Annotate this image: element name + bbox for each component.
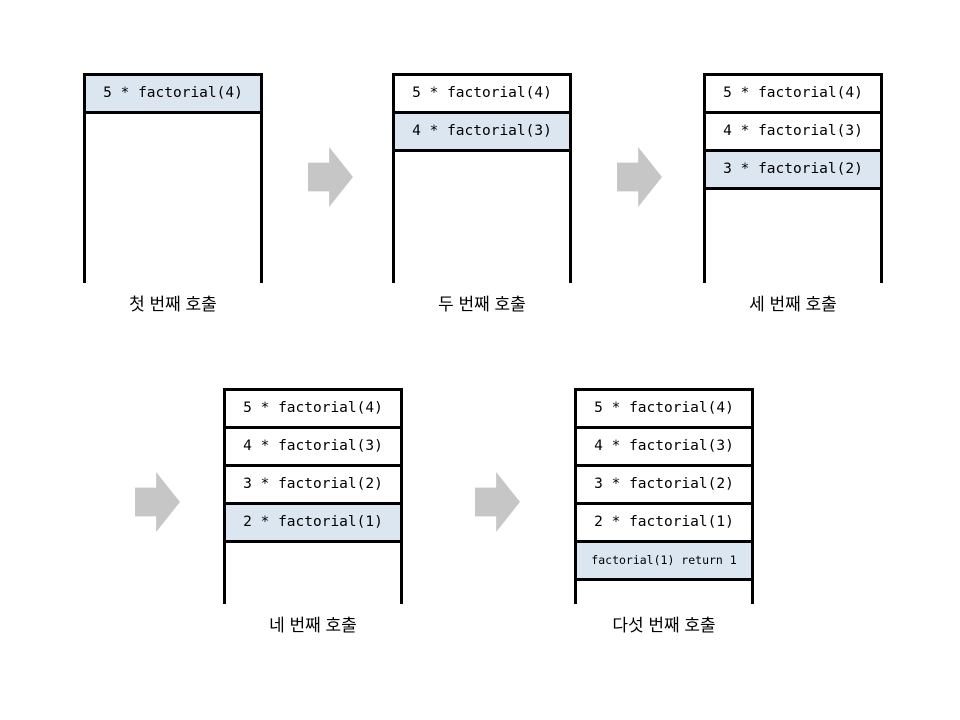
call-stack-fifth: 5 * factorial(4)4 * factorial(3)3 * fact… (574, 388, 754, 636)
call-stack-first: 5 * factorial(4) 첫 번째 호출 (83, 73, 263, 315)
stack-caption-fifth: 다섯 번째 호출 (612, 616, 716, 635)
stack-frame-cell: 3 * factorial(2) (226, 467, 400, 505)
right-arrow-icon (308, 147, 353, 207)
stack-frame-cell: 5 * factorial(4) (706, 76, 880, 114)
stack-box-second: 5 * factorial(4)4 * factorial(3) (392, 73, 572, 283)
stack-frame-cell: 5 * factorial(4) (395, 76, 569, 114)
stack-frame-cell: 2 * factorial(1) (226, 505, 400, 543)
right-arrow-icon (475, 472, 520, 532)
stack-caption-fourth: 네 번째 호출 (269, 616, 357, 635)
stack-frame-cell: 4 * factorial(3) (226, 429, 400, 467)
call-stack-second: 5 * factorial(4)4 * factorial(3) 두 번째 호출 (392, 73, 572, 315)
stack-frame-cell: 4 * factorial(3) (706, 114, 880, 152)
stack-box-fifth: 5 * factorial(4)4 * factorial(3)3 * fact… (574, 388, 754, 604)
stack-box-fourth: 5 * factorial(4)4 * factorial(3)3 * fact… (223, 388, 403, 604)
stack-caption-first: 첫 번째 호출 (129, 295, 217, 314)
stack-frame-cell: factorial(1) return 1 (577, 543, 751, 581)
stack-frame-cell: 2 * factorial(1) (577, 505, 751, 543)
stack-frame-cell: 5 * factorial(4) (86, 76, 260, 114)
stack-frame-cell: 5 * factorial(4) (226, 391, 400, 429)
stack-box-third: 5 * factorial(4)4 * factorial(3)3 * fact… (703, 73, 883, 283)
right-arrow-icon (617, 147, 662, 207)
stack-frame-cell: 3 * factorial(2) (706, 152, 880, 190)
stack-frame-cell: 4 * factorial(3) (577, 429, 751, 467)
call-stack-fourth: 5 * factorial(4)4 * factorial(3)3 * fact… (223, 388, 403, 636)
stack-caption-third: 세 번째 호출 (749, 295, 837, 314)
stack-frame-cell: 5 * factorial(4) (577, 391, 751, 429)
stack-frame-cell: 3 * factorial(2) (577, 467, 751, 505)
stack-caption-second: 두 번째 호출 (438, 295, 526, 314)
call-stack-third: 5 * factorial(4)4 * factorial(3)3 * fact… (703, 73, 883, 315)
stack-box-first: 5 * factorial(4) (83, 73, 263, 283)
right-arrow-icon (135, 472, 180, 532)
stack-frame-cell: 4 * factorial(3) (395, 114, 569, 152)
